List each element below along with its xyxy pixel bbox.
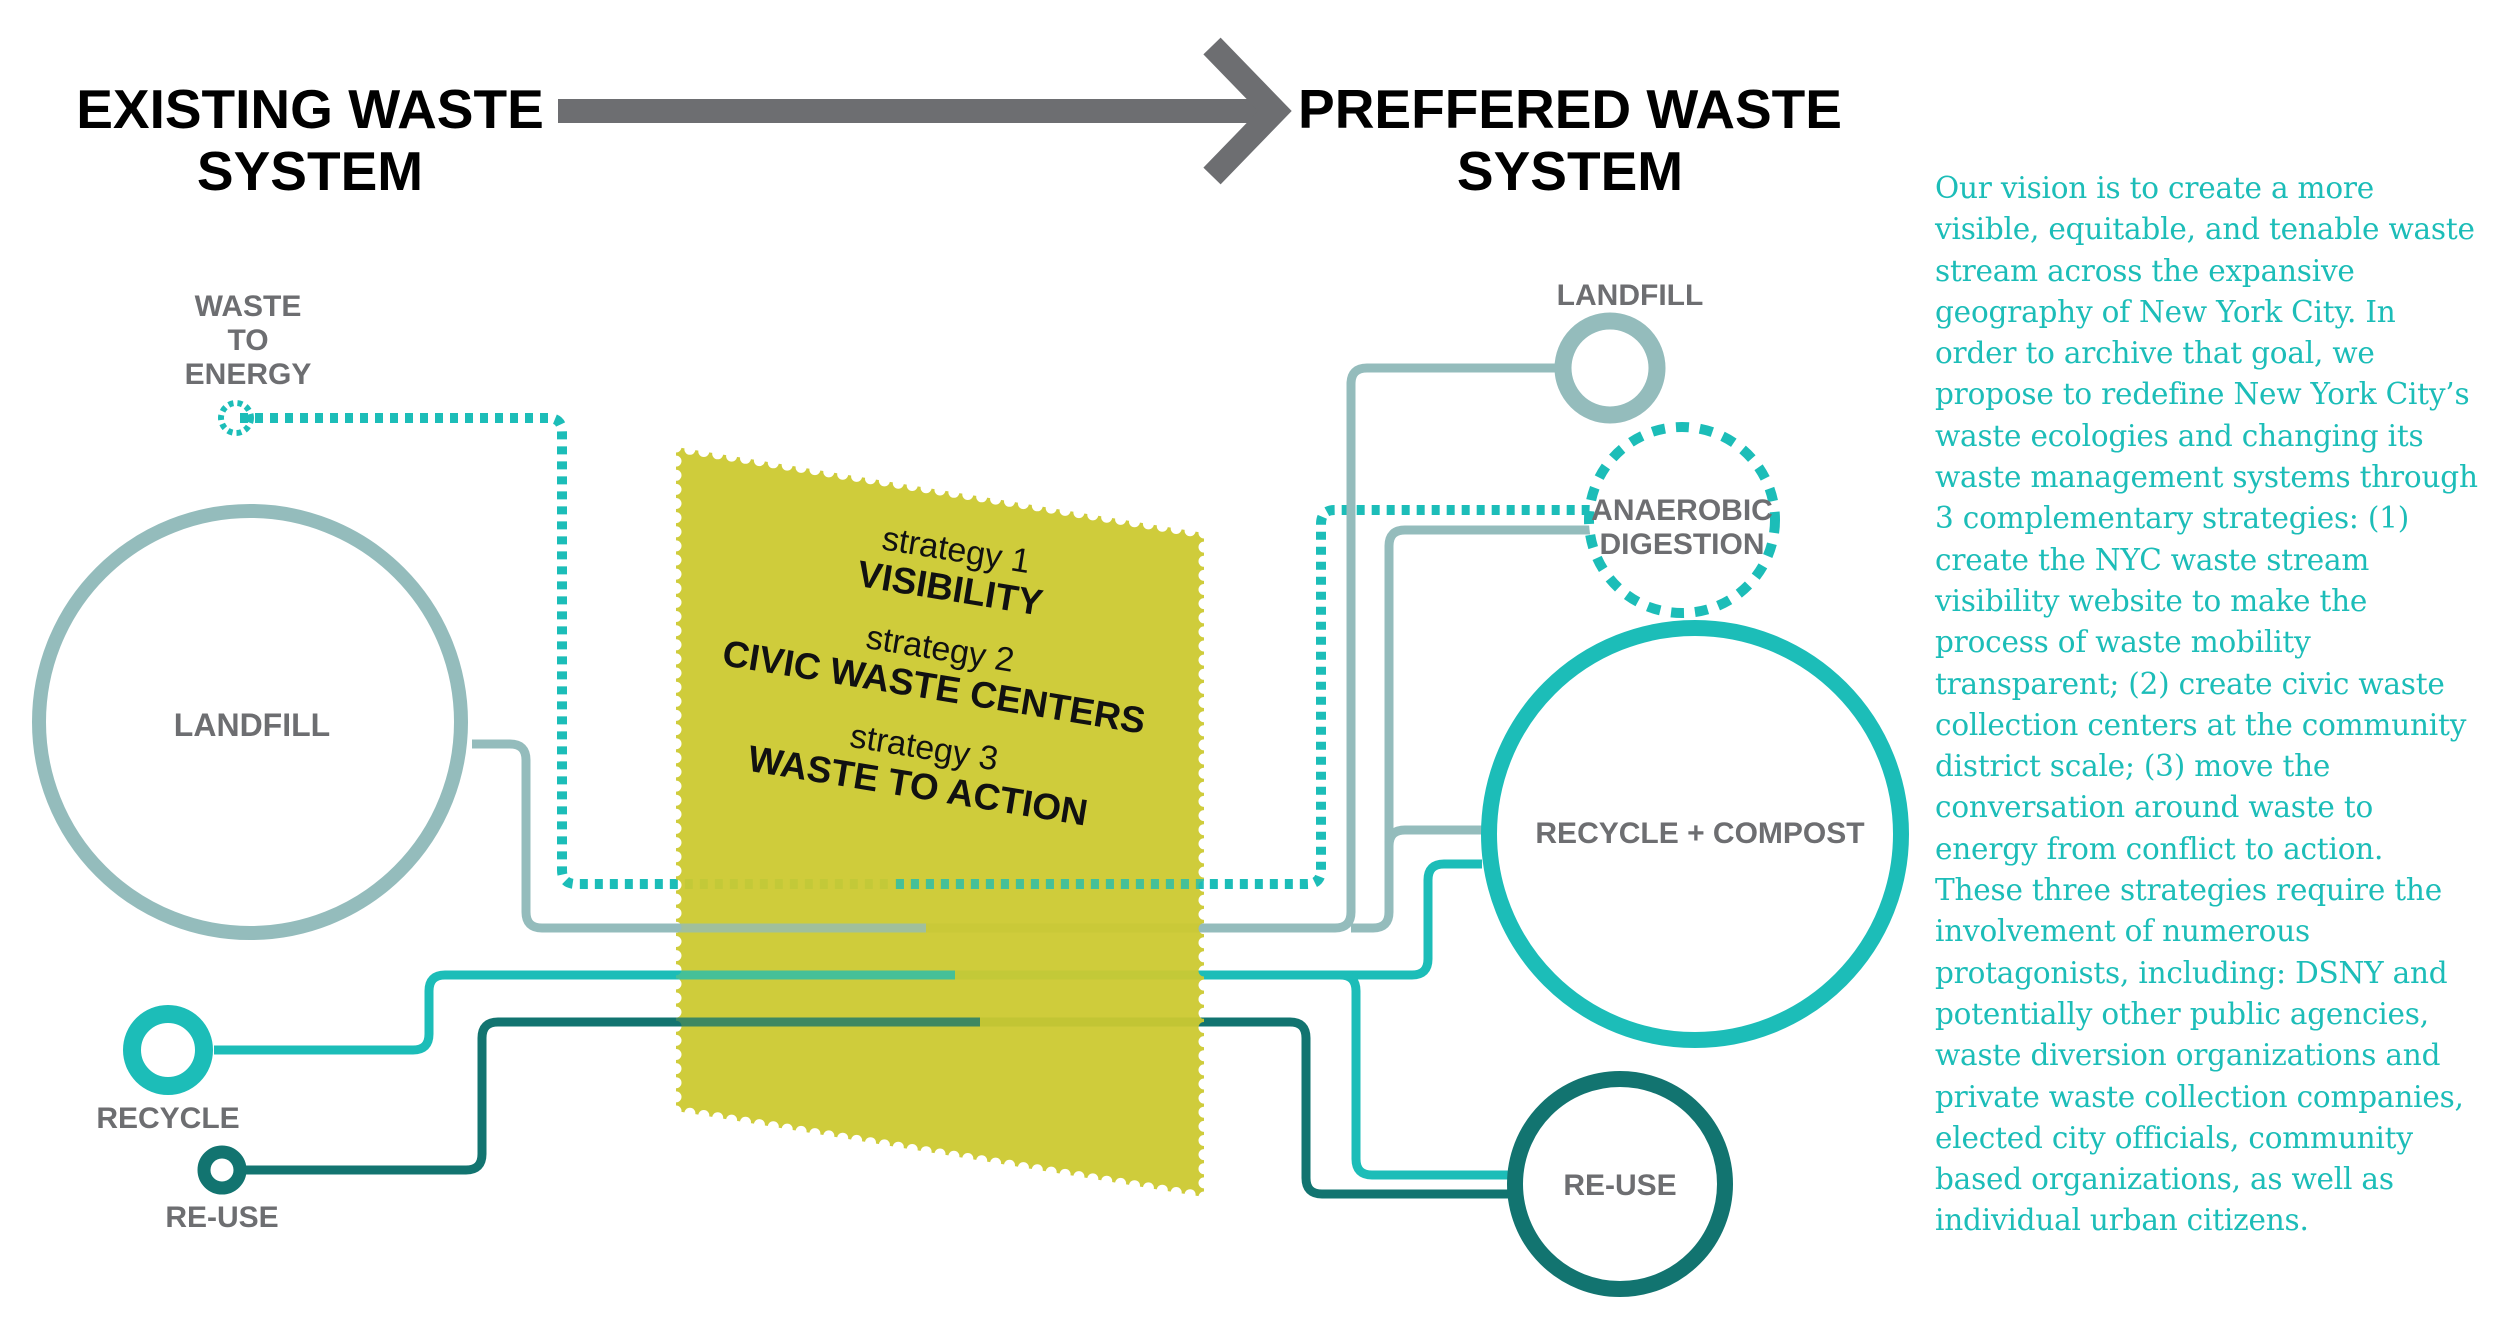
recycle-reuse-branch (1339, 970, 1512, 1180)
preferred-anaerobic-label-1: ANAEROBIC (1591, 494, 1773, 527)
preferred-recycle-compost-label: RECYCLE + COMPOST (1535, 817, 1864, 850)
transition-arrow-icon (558, 37, 1292, 185)
existing-waste-to-energy-label-1: WASTE (195, 290, 302, 323)
existing-landfill-label: LANDFILL (174, 707, 330, 743)
preferred-reuse-node (1507, 1071, 1733, 1297)
existing-recycle-node (123, 1005, 213, 1095)
landfill-branch-line (1351, 525, 1598, 933)
existing-recycle-label: RECYCLE (96, 1102, 239, 1135)
strategy-panel (676, 447, 1204, 1197)
preferred-system-title: PREFFERED WASTE (1298, 78, 1842, 140)
existing-waste-to-energy-label-3: ENERGY (185, 358, 312, 391)
existing-waste-to-energy-node (218, 400, 254, 436)
existing-landfill-node (32, 504, 468, 940)
existing-waste-to-energy-label-2: TO (227, 324, 268, 357)
existing-reuse-node (197, 1145, 247, 1195)
preferred-landfill-label: LANDFILL (1557, 279, 1704, 312)
preferred-anaerobic-label-2: DIGESTION (1599, 528, 1764, 561)
existing-system-title-2: SYSTEM (197, 140, 423, 202)
lines-through-panel (676, 879, 1204, 1027)
landfill-compost-line (1384, 825, 1482, 852)
preferred-recycle-compost-node (1481, 620, 1909, 1048)
preferred-reuse-label: RE-USE (1563, 1169, 1676, 1202)
vision-statement: Our vision is to create a more visible, … (1935, 171, 2478, 1238)
existing-reuse-label: RE-USE (165, 1201, 278, 1234)
preferred-anaerobic-node (1584, 422, 1780, 618)
preferred-system-title-2: SYSTEM (1457, 140, 1683, 202)
preferred-landfill-node (1554, 312, 1666, 424)
existing-system-title: EXISTING WASTE (76, 78, 544, 140)
